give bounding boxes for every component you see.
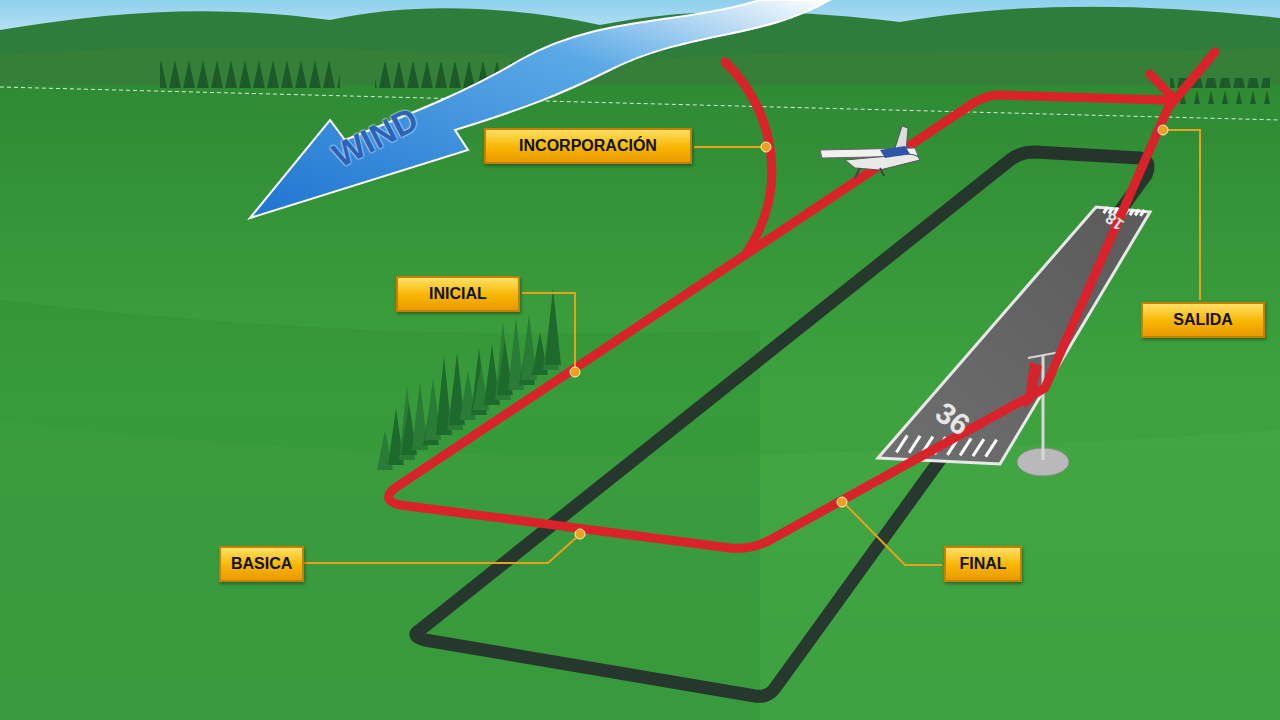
label-box: FINAL <box>944 546 1022 582</box>
field <box>0 85 1280 720</box>
leader-lines <box>299 130 1200 565</box>
threshold-stripe <box>1135 209 1139 215</box>
leader-dots <box>570 125 1168 539</box>
threshold-stripe <box>1130 209 1134 215</box>
pattern-join <box>1150 74 1175 100</box>
label-box: SALIDA <box>1141 302 1265 338</box>
tree-row <box>160 58 340 88</box>
tree <box>545 288 561 365</box>
threshold-stripe <box>986 440 997 457</box>
label-box: INCORPORACIÓN <box>484 128 692 164</box>
label-text: INCORPORACIÓN <box>519 137 657 155</box>
threshold-stripe <box>1140 210 1144 216</box>
entry-leg <box>725 62 772 255</box>
label-box: INICIAL <box>396 276 520 312</box>
field-boundary <box>0 87 1280 120</box>
label-box: BASICA <box>219 546 304 582</box>
label-text: INICIAL <box>429 285 487 303</box>
threshold-stripe <box>973 439 984 456</box>
airplane <box>820 126 920 178</box>
threshold-stripe <box>909 436 920 453</box>
field-shade <box>0 300 760 720</box>
pattern-circuit <box>389 52 1215 548</box>
windsock-pole <box>1042 355 1045 460</box>
threshold-stripe <box>960 438 971 455</box>
wind-arrow <box>250 0 830 218</box>
label-text: BASICA <box>231 555 292 573</box>
threshold-stripe <box>896 435 907 452</box>
label-text: FINAL <box>959 555 1006 573</box>
traffic-pattern <box>389 52 1215 548</box>
threshold-stripe <box>1104 207 1108 213</box>
label-text: SALIDA <box>1173 311 1233 329</box>
